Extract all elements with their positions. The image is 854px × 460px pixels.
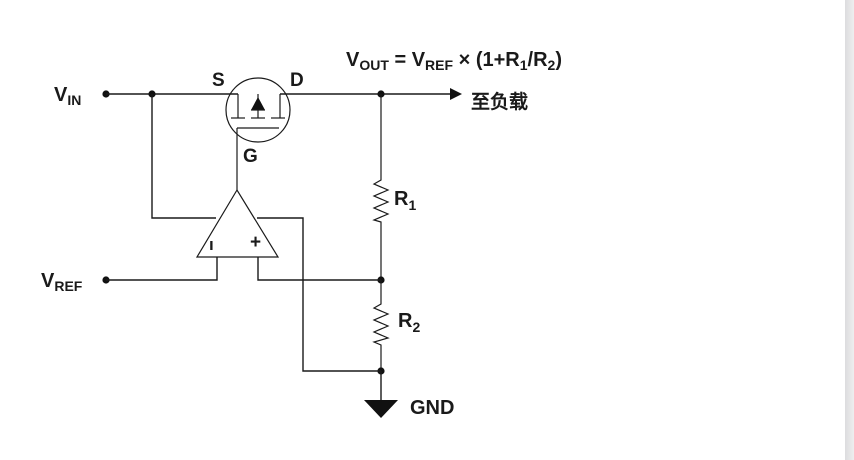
body-diode-arrow-icon [251,97,265,110]
resistor-r2: R2 [372,280,420,371]
r1-symbol [372,94,390,280]
opamp-triangle [195,188,280,258]
vin-node: VIN [54,84,110,108]
gnd-label: GND [410,397,454,419]
error-amplifier: ı + [195,188,280,258]
vref-label: VREF [41,270,83,294]
r2-label: R2 [398,310,420,335]
gate-label: G [243,146,258,167]
wire-opamp-gnd [257,217,381,372]
opamp-noninverting-label: + [250,232,261,253]
mosfet-body [225,77,291,143]
ground-icon [364,400,398,418]
r1-label: R1 [394,188,416,213]
resistor-r1: R1 [372,94,416,280]
drain-label: D [290,70,304,91]
output-arrow-icon [450,88,462,100]
r2-symbol [372,280,390,371]
vin-label: VIN [54,84,81,108]
pmos-transistor: S D G [212,70,304,190]
load-label: 至负载 [471,90,528,113]
wire-vin-opamp [151,94,216,219]
source-label: S [212,70,225,91]
vref-node: VREF [41,270,110,294]
wire-feedback [257,257,381,281]
vout-formula: VOUT = VREF × (1+R1/R2) [346,49,562,73]
page-edge-strip [845,0,854,460]
wire-vref-inverting [106,257,218,281]
opamp-inverting-label: ı [209,235,214,254]
